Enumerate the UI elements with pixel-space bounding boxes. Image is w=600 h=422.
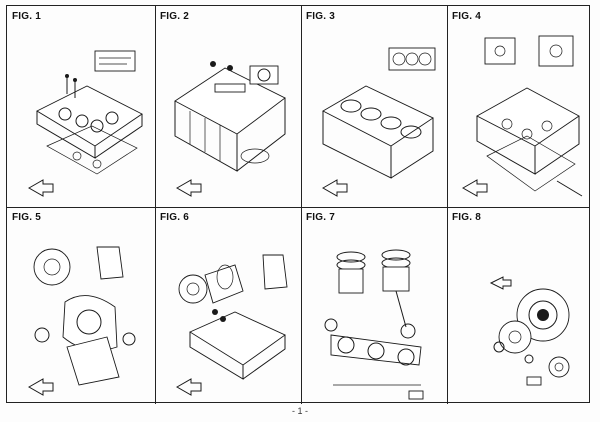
starter-clutch-diagram	[489, 276, 570, 386]
figure-cell-5[interactable]: FIG. 5	[7, 207, 155, 404]
figure-label-5: FIG. 5	[12, 212, 41, 223]
figure-label-2: FIG. 2	[160, 11, 189, 22]
crankcase-diagram	[461, 35, 583, 197]
figure-cell-1[interactable]: FIG. 1	[7, 6, 155, 207]
cylinder-head-diagram	[174, 61, 286, 197]
figure-cell-2[interactable]: FIG. 2	[155, 6, 301, 207]
figure-cell-8[interactable]: FIG. 8	[447, 207, 591, 404]
figure-cell-6[interactable]: FIG. 6	[155, 207, 301, 404]
oil-pump-pan-diagram	[175, 254, 288, 396]
figure-label-7: FIG. 7	[306, 212, 335, 223]
figure-label-1: FIG. 1	[12, 11, 41, 22]
figure-cell-4[interactable]: FIG. 4	[447, 6, 591, 207]
figure-label-4: FIG. 4	[452, 11, 481, 22]
figure-cell-3[interactable]: FIG. 3	[301, 6, 447, 207]
crankcase-covers-diagram	[27, 246, 136, 396]
figure-grid: FIG. 1 FIG.	[6, 5, 591, 404]
page-number: - 1 -	[291, 406, 308, 416]
figure-label-8: FIG. 8	[452, 212, 481, 223]
figure-label-6: FIG. 6	[160, 212, 189, 223]
figure-cell-7[interactable]: FIG. 7	[301, 207, 447, 404]
cylinder-head-cover-diagram	[27, 50, 143, 197]
crankshaft-pistons-diagram	[324, 249, 424, 400]
figure-label-3: FIG. 3	[306, 11, 335, 22]
cylinder-block-diagram	[321, 47, 436, 197]
